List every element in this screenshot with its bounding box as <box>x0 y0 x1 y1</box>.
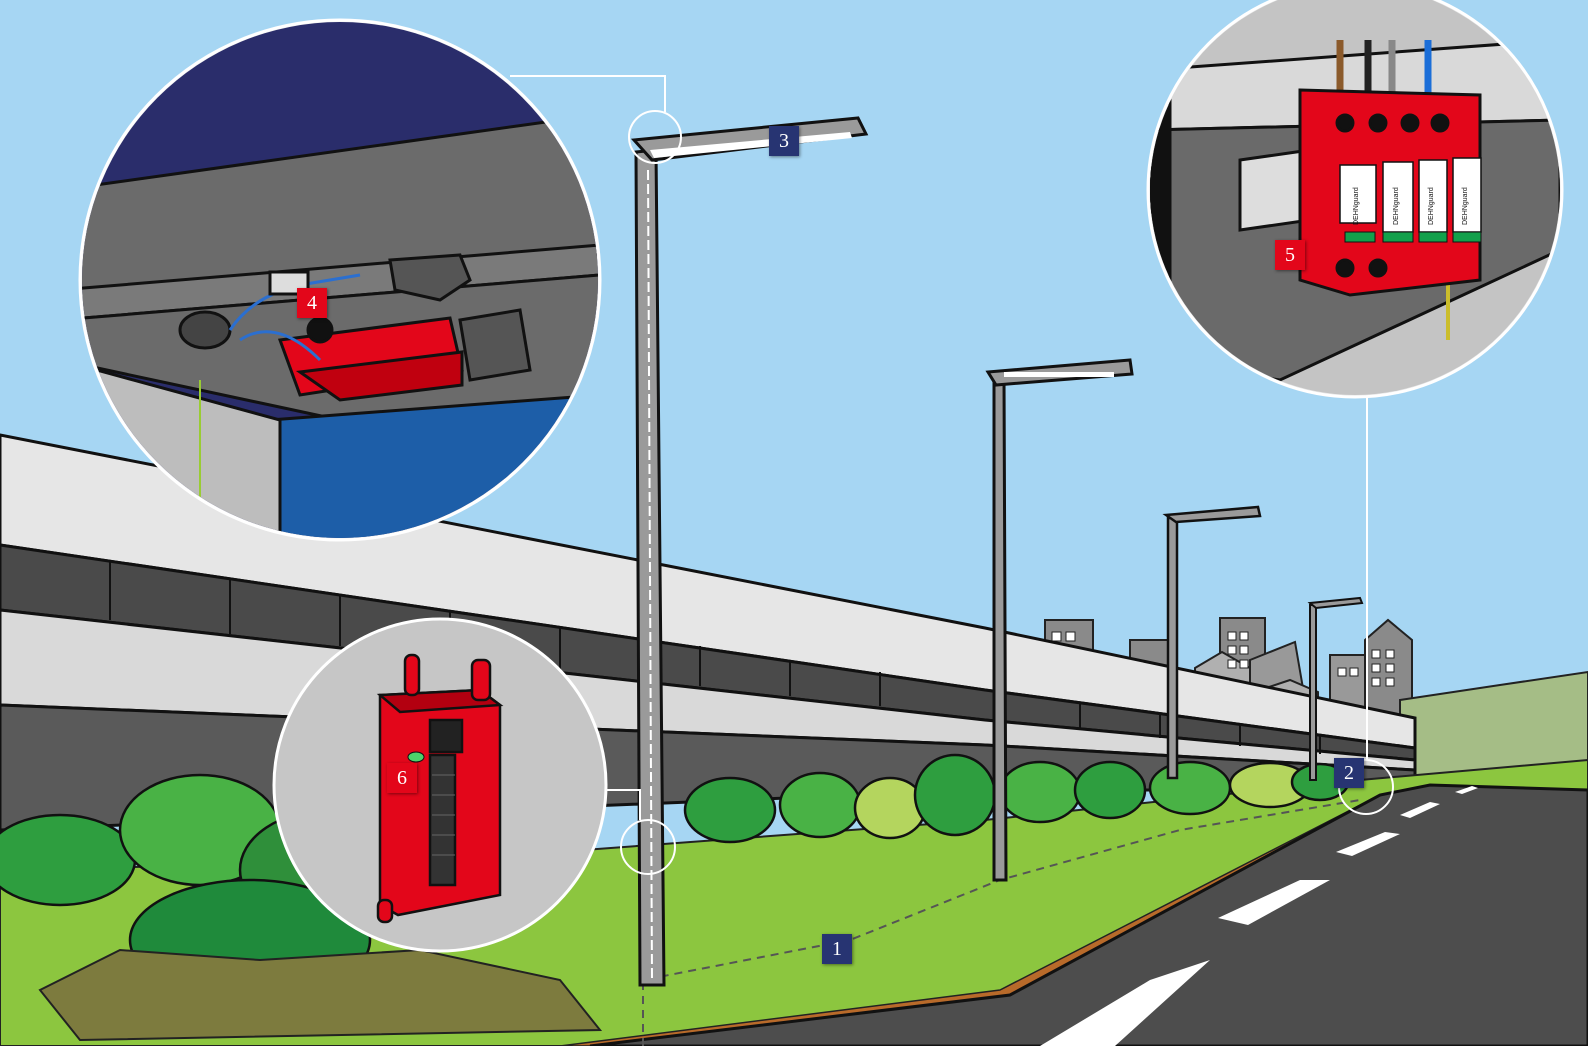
marker-6: 6 <box>387 763 417 793</box>
spd-module-label: DEHNguard <box>1462 187 1469 225</box>
marker-3: 3 <box>769 126 799 156</box>
marker-1: 1 <box>822 934 852 964</box>
spd-module-label: DEHNguard <box>1428 187 1435 225</box>
marker-4: 4 <box>297 288 327 318</box>
spd-module-label: DEHNguard <box>1393 187 1400 225</box>
spd-module-label: DEHNguard <box>1353 187 1360 225</box>
zoom-pole-spd <box>274 619 606 951</box>
marker-2: 2 <box>1334 758 1364 788</box>
marker-5: 5 <box>1275 240 1305 270</box>
